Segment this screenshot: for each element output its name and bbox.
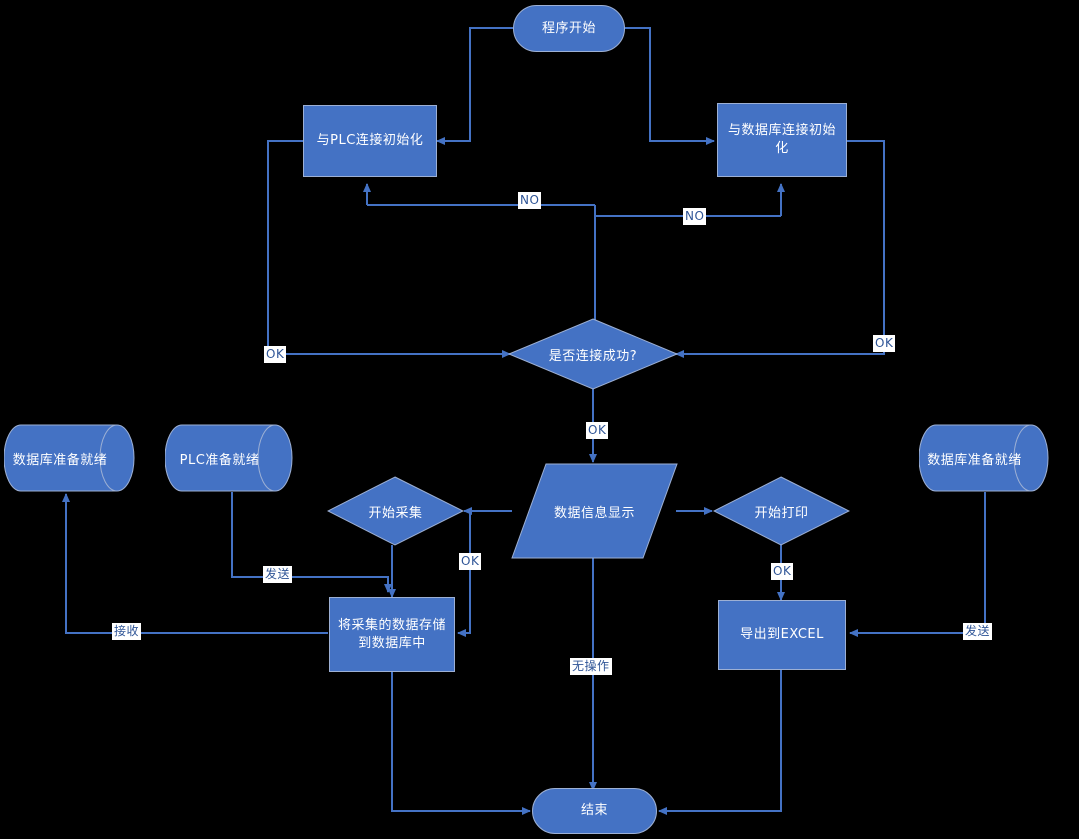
node-store-db-label: 将采集的数据存储到数据库中: [338, 617, 447, 651]
edge-label-no-left: NO: [518, 192, 542, 209]
node-data-show-label: 数据信息显示: [553, 505, 635, 521]
node-data-show[interactable]: 数据信息显示: [511, 463, 678, 559]
node-db-ready-right-label: 数据库准备就绪: [927, 452, 1022, 468]
node-plc-init[interactable]: 与PLC连接初始化: [303, 105, 437, 177]
node-is-connected[interactable]: 是否连接成功?: [508, 318, 678, 390]
node-start-acquire[interactable]: 开始采集: [327, 476, 464, 546]
node-start-print-label: 开始打印: [754, 505, 809, 521]
node-db-ready-left[interactable]: 数据库准备就绪: [4, 424, 142, 492]
node-db-init[interactable]: 与数据库连接初始化: [717, 103, 847, 177]
edge-label-no-right: NO: [683, 208, 707, 225]
edge-label-ok-left: OK: [264, 346, 287, 363]
node-export-excel[interactable]: 导出到EXCEL: [718, 600, 846, 670]
node-is-connected-label: 是否连接成功?: [548, 348, 638, 364]
edge-label-receive: 接收: [112, 623, 142, 640]
edge-label-no-action: 无操作: [570, 658, 612, 675]
node-plc-ready[interactable]: PLC准备就绪: [165, 424, 300, 492]
edge-label-send-left: 发送: [263, 566, 293, 583]
node-plc-init-label: 与PLC连接初始化: [316, 133, 424, 149]
node-start-print[interactable]: 开始打印: [713, 476, 850, 546]
edge-label-ok-right: OK: [873, 335, 896, 352]
edge-label-ok-down: OK: [586, 422, 609, 439]
node-end-label: 结束: [580, 803, 608, 819]
node-db-init-label: 与数据库连接初始化: [728, 123, 837, 156]
node-start-label: 程序开始: [541, 20, 596, 36]
edge-label-ok-acquire: OK: [459, 553, 482, 570]
node-export-excel-label: 导出到EXCEL: [740, 627, 824, 643]
node-end[interactable]: 结束: [532, 788, 657, 834]
edge-label-ok-print: OK: [771, 563, 794, 580]
node-start-acquire-label: 开始采集: [368, 505, 423, 521]
node-plc-ready-label: PLC准备就绪: [179, 452, 260, 468]
node-store-db[interactable]: 将采集的数据存储到数据库中: [329, 597, 455, 672]
node-db-ready-left-label: 数据库准备就绪: [12, 452, 108, 468]
edge-label-send-right: 发送: [963, 623, 993, 640]
node-db-ready-right[interactable]: 数据库准备就绪: [919, 424, 1056, 492]
node-start[interactable]: 程序开始: [513, 5, 625, 52]
